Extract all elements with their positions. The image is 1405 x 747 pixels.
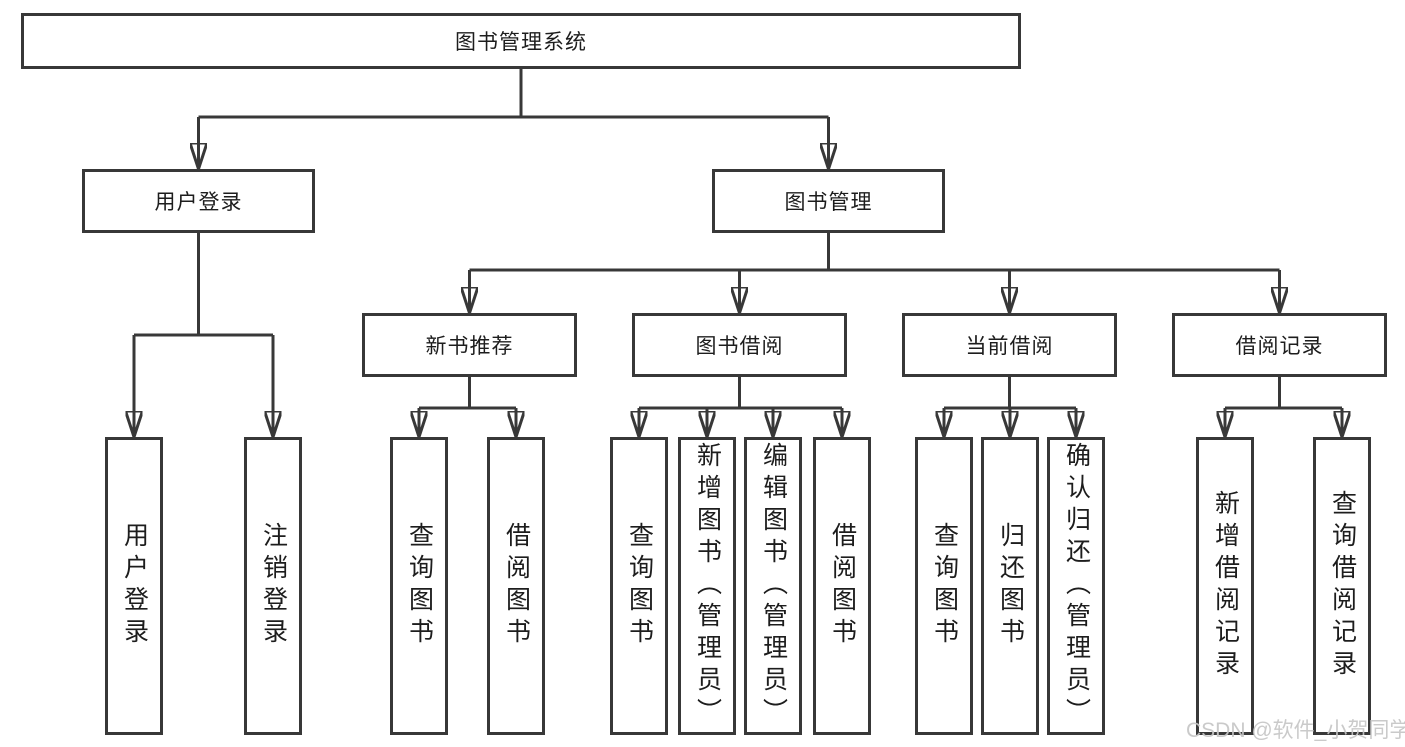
leaf-return-book-label: 归还图书 [996,522,1025,650]
leaf-user-login-label: 用户登录 [120,522,149,650]
leaf-add-book-admin: 新增图书（管理员） [678,437,736,735]
leaf-query-borrow-record: 查询借阅记录 [1313,437,1371,735]
node-book-management-label: 图书管理 [784,191,873,214]
connector-recommend-to-leaves [419,375,516,436]
leaf-confirm-return-admin-label: 确认归还（管理员） [1062,442,1091,730]
leaf-edit-book-admin-label: 编辑图书（管理员） [759,442,788,730]
node-book-borrow-label: 图书借阅 [695,335,784,358]
leaf-logout: 注销登录 [244,437,302,735]
leaf-logout-label: 注销登录 [259,522,288,650]
connector-borrow-to-leaves [639,375,842,436]
node-root-label: 图书管理系统 [455,31,587,54]
csdn-watermark: CSDN @软件_小贺同学 [1186,719,1405,742]
node-new-book-recommend: 新书推荐 [362,313,577,377]
connector-user-login-to-leaves [134,231,273,436]
leaf-user-login: 用户登录 [105,437,163,735]
node-borrow-records: 借阅记录 [1172,313,1387,377]
leaf-return-book: 归还图书 [981,437,1039,735]
node-user-login-label: 用户登录 [154,191,243,214]
leaf-borrow-books-recommend-label: 借阅图书 [502,522,531,650]
leaf-confirm-return-admin: 确认归还（管理员） [1047,437,1105,735]
leaf-query-books-recommend: 查询图书 [390,437,448,735]
leaf-add-borrow-record: 新增借阅记录 [1196,437,1254,735]
leaf-query-books-borrow: 查询图书 [610,437,668,735]
connector-current-to-leaves [944,375,1076,436]
leaf-add-book-admin-label: 新增图书（管理员） [693,442,722,730]
leaf-query-books-recommend-label: 查询图书 [405,522,434,650]
node-new-book-recommend-label: 新书推荐 [425,335,514,358]
leaf-query-books-current-label: 查询图书 [930,522,959,650]
node-book-borrow: 图书借阅 [632,313,847,377]
leaf-borrow-books-recommend: 借阅图书 [487,437,545,735]
node-book-management: 图书管理 [712,169,945,233]
node-borrow-records-label: 借阅记录 [1235,335,1324,358]
node-user-login: 用户登录 [82,169,315,233]
connector-root-to-level2 [199,67,829,168]
leaf-edit-book-admin: 编辑图书（管理员） [744,437,802,735]
leaf-query-books-current: 查询图书 [915,437,973,735]
node-root: 图书管理系统 [21,13,1021,69]
leaf-borrow-books-label: 借阅图书 [828,522,857,650]
leaf-add-borrow-record-label: 新增借阅记录 [1211,490,1240,682]
leaf-query-books-borrow-label: 查询图书 [625,522,654,650]
connector-book-mgmt-to-level3 [470,231,1280,312]
node-current-borrow: 当前借阅 [902,313,1117,377]
connector-record-to-leaves [1225,375,1342,436]
node-current-borrow-label: 当前借阅 [965,335,1054,358]
leaf-borrow-books: 借阅图书 [813,437,871,735]
leaf-query-borrow-record-label: 查询借阅记录 [1328,490,1357,682]
